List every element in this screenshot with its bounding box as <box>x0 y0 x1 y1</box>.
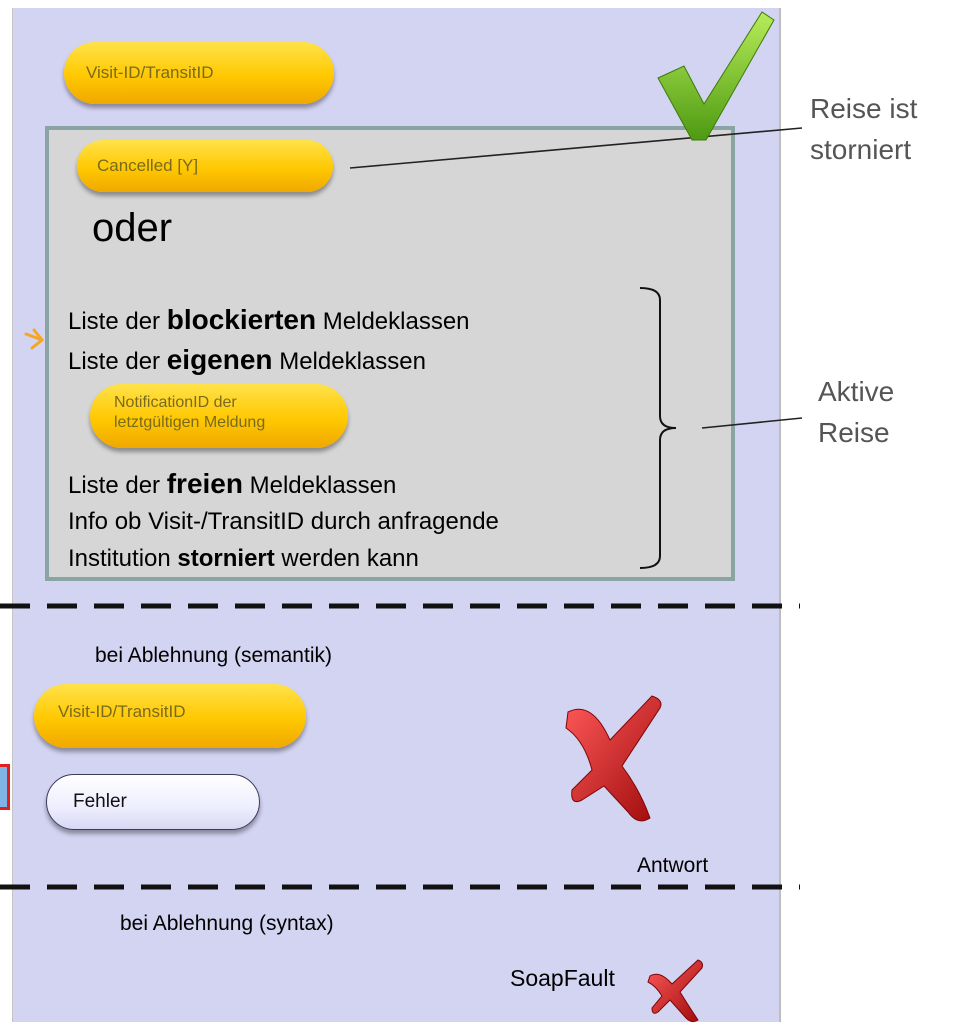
list-line-freien-pre: Liste der <box>68 472 167 499</box>
antwort-label: Antwort <box>637 854 709 877</box>
list-line-eigenen-post: Meldeklassen <box>272 348 426 375</box>
semantik-label: bei Ablehnung (semantik) <box>95 644 332 667</box>
list-line-storniert-pre: Institution <box>68 545 178 572</box>
soapfault-cross-icon <box>647 959 703 1023</box>
callout-line-aktive <box>701 417 803 429</box>
cancelled-pill-label: Cancelled [Y] <box>97 156 199 175</box>
annotation-reise-storniert-1: Reise ist <box>810 93 918 124</box>
list-line-storniert-bold: storniert <box>177 545 275 572</box>
list-line-blockierten-bold: blockierten <box>166 304 317 335</box>
bracket-shape <box>639 287 677 569</box>
annotation-aktive-reise-1: Aktive <box>818 376 895 407</box>
list-line-blockierten: Liste der blockierten Meldeklassen <box>68 304 470 336</box>
list-line-freien: Liste der freien Meldeklassen <box>68 468 396 500</box>
red-marker <box>0 764 10 810</box>
visit-id-pill-top-label: Visit-ID/TransitID <box>86 63 214 82</box>
fehler-pill-label: Fehler <box>73 791 127 812</box>
list-line-freien-post: Meldeklassen <box>242 472 397 499</box>
list-line-eigenen-pre: Liste der <box>68 348 167 375</box>
list-line-info: Info ob Visit-/TransitID durch anfragend… <box>68 508 499 535</box>
syntax-label: bei Ablehnung (syntax) <box>120 912 334 935</box>
notification-id-pill-line1: NotificationID der <box>114 394 237 411</box>
list-line-freien-bold: freien <box>166 468 243 499</box>
soapfault-label: SoapFault <box>510 965 615 991</box>
cross-icon <box>565 695 662 822</box>
visit-id-pill-bottom: Visit-ID/TransitID <box>34 684 306 748</box>
list-line-storniert-post: werden kann <box>274 545 419 572</box>
notification-id-pill: NotificationID der letztgültigen Meldung <box>90 384 348 448</box>
annotation-aktive-reise-2: Reise <box>818 417 890 448</box>
annotation-reise-storniert-2: storniert <box>810 134 912 165</box>
visit-id-pill-top: Visit-ID/TransitID <box>64 42 334 104</box>
list-line-eigenen-bold: eigenen <box>166 344 273 375</box>
checkmark-icon <box>657 11 775 141</box>
list-line-blockierten-post: Meldeklassen <box>316 308 470 335</box>
visit-id-pill-bottom-label: Visit-ID/TransitID <box>58 702 186 721</box>
active-journey-box <box>45 126 735 581</box>
oder-label: oder <box>92 206 173 250</box>
arrow-icon <box>24 328 45 350</box>
list-line-blockierten-pre: Liste der <box>68 308 167 335</box>
list-line-storniert: Institution storniert werden kann <box>68 545 419 573</box>
fehler-pill: Fehler <box>46 774 260 830</box>
list-line-eigenen: Liste der eigenen Meldeklassen <box>68 344 426 376</box>
callout-line-storniert <box>349 127 803 169</box>
cancelled-pill: Cancelled [Y] <box>77 140 333 192</box>
notification-id-pill-line2: letztgültigen Meldung <box>114 414 266 431</box>
